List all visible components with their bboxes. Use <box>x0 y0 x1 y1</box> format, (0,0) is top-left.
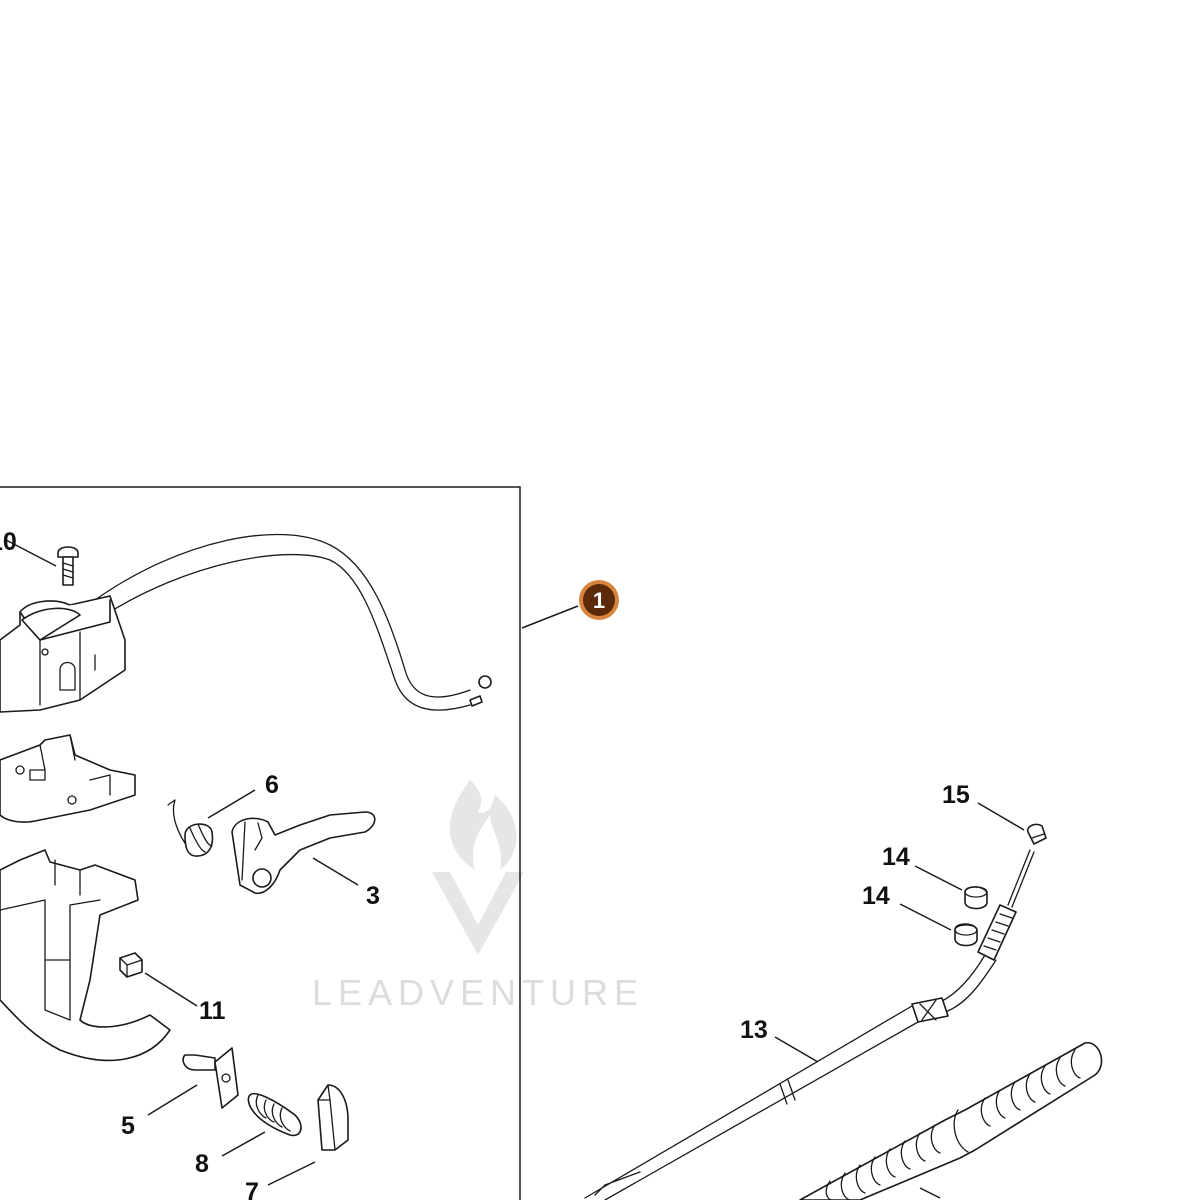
leader-5 <box>147 1084 198 1116</box>
leader-lines <box>5 539 1025 1199</box>
leader-tube <box>919 1187 941 1199</box>
part-8-coil-spring <box>247 1093 302 1137</box>
part-11-square-nut <box>119 952 143 978</box>
label-8[interactable]: 8 <box>195 1150 209 1178</box>
callout-1-leader <box>521 605 579 629</box>
switch-housing <box>0 595 126 713</box>
label-14b[interactable]: 14 <box>862 882 890 910</box>
part-10-screw <box>57 546 79 586</box>
part-14-bushing-b <box>954 923 978 947</box>
callout-badge-1[interactable]: 1 <box>579 580 619 620</box>
label-15[interactable]: 15 <box>942 781 970 809</box>
upper-shell <box>0 734 136 823</box>
watermark: LEADVENTURE <box>312 780 644 1013</box>
leader-14a <box>914 865 963 891</box>
lower-handle <box>0 849 171 1062</box>
leader-13 <box>774 1036 819 1063</box>
part-5-pin <box>182 1047 239 1109</box>
flame-logo-icon <box>432 780 524 955</box>
ground-wire <box>94 533 492 711</box>
part-14-bushing-a <box>964 886 988 910</box>
leader-11 <box>144 972 198 1007</box>
leader-7 <box>267 1161 316 1186</box>
label-3[interactable]: 3 <box>366 882 380 910</box>
leader-15 <box>977 802 1025 831</box>
label-10[interactable]: 10 <box>0 528 17 556</box>
leader-3 <box>312 857 359 886</box>
label-14a[interactable]: 14 <box>882 843 910 871</box>
part-3-throttle-trigger <box>231 811 376 895</box>
part-7-clip <box>317 1084 349 1151</box>
label-6[interactable]: 6 <box>265 771 279 799</box>
label-5[interactable]: 5 <box>121 1112 135 1140</box>
callout-badge-number: 1 <box>593 588 605 613</box>
callout-badge-core <box>583 584 615 616</box>
label-11[interactable]: 11 <box>199 997 226 1025</box>
part-labels: 10 6 3 11 5 8 7 15 14 14 13 <box>0 528 970 1200</box>
leader-6 <box>207 789 256 819</box>
part-13-throttle-cable <box>584 849 1035 1200</box>
leader-10 <box>5 539 57 567</box>
label-7[interactable]: 7 <box>245 1178 259 1200</box>
part-15-cable-nipple <box>1026 823 1047 845</box>
label-13[interactable]: 13 <box>740 1016 768 1044</box>
corrugated-tube <box>799 1042 1103 1200</box>
leader-14b <box>899 903 952 931</box>
assembly-frame <box>0 486 521 1200</box>
leader-8 <box>221 1131 266 1157</box>
watermark-text: LEADVENTURE <box>312 972 644 1013</box>
part-6-torsion-spring <box>167 799 214 857</box>
